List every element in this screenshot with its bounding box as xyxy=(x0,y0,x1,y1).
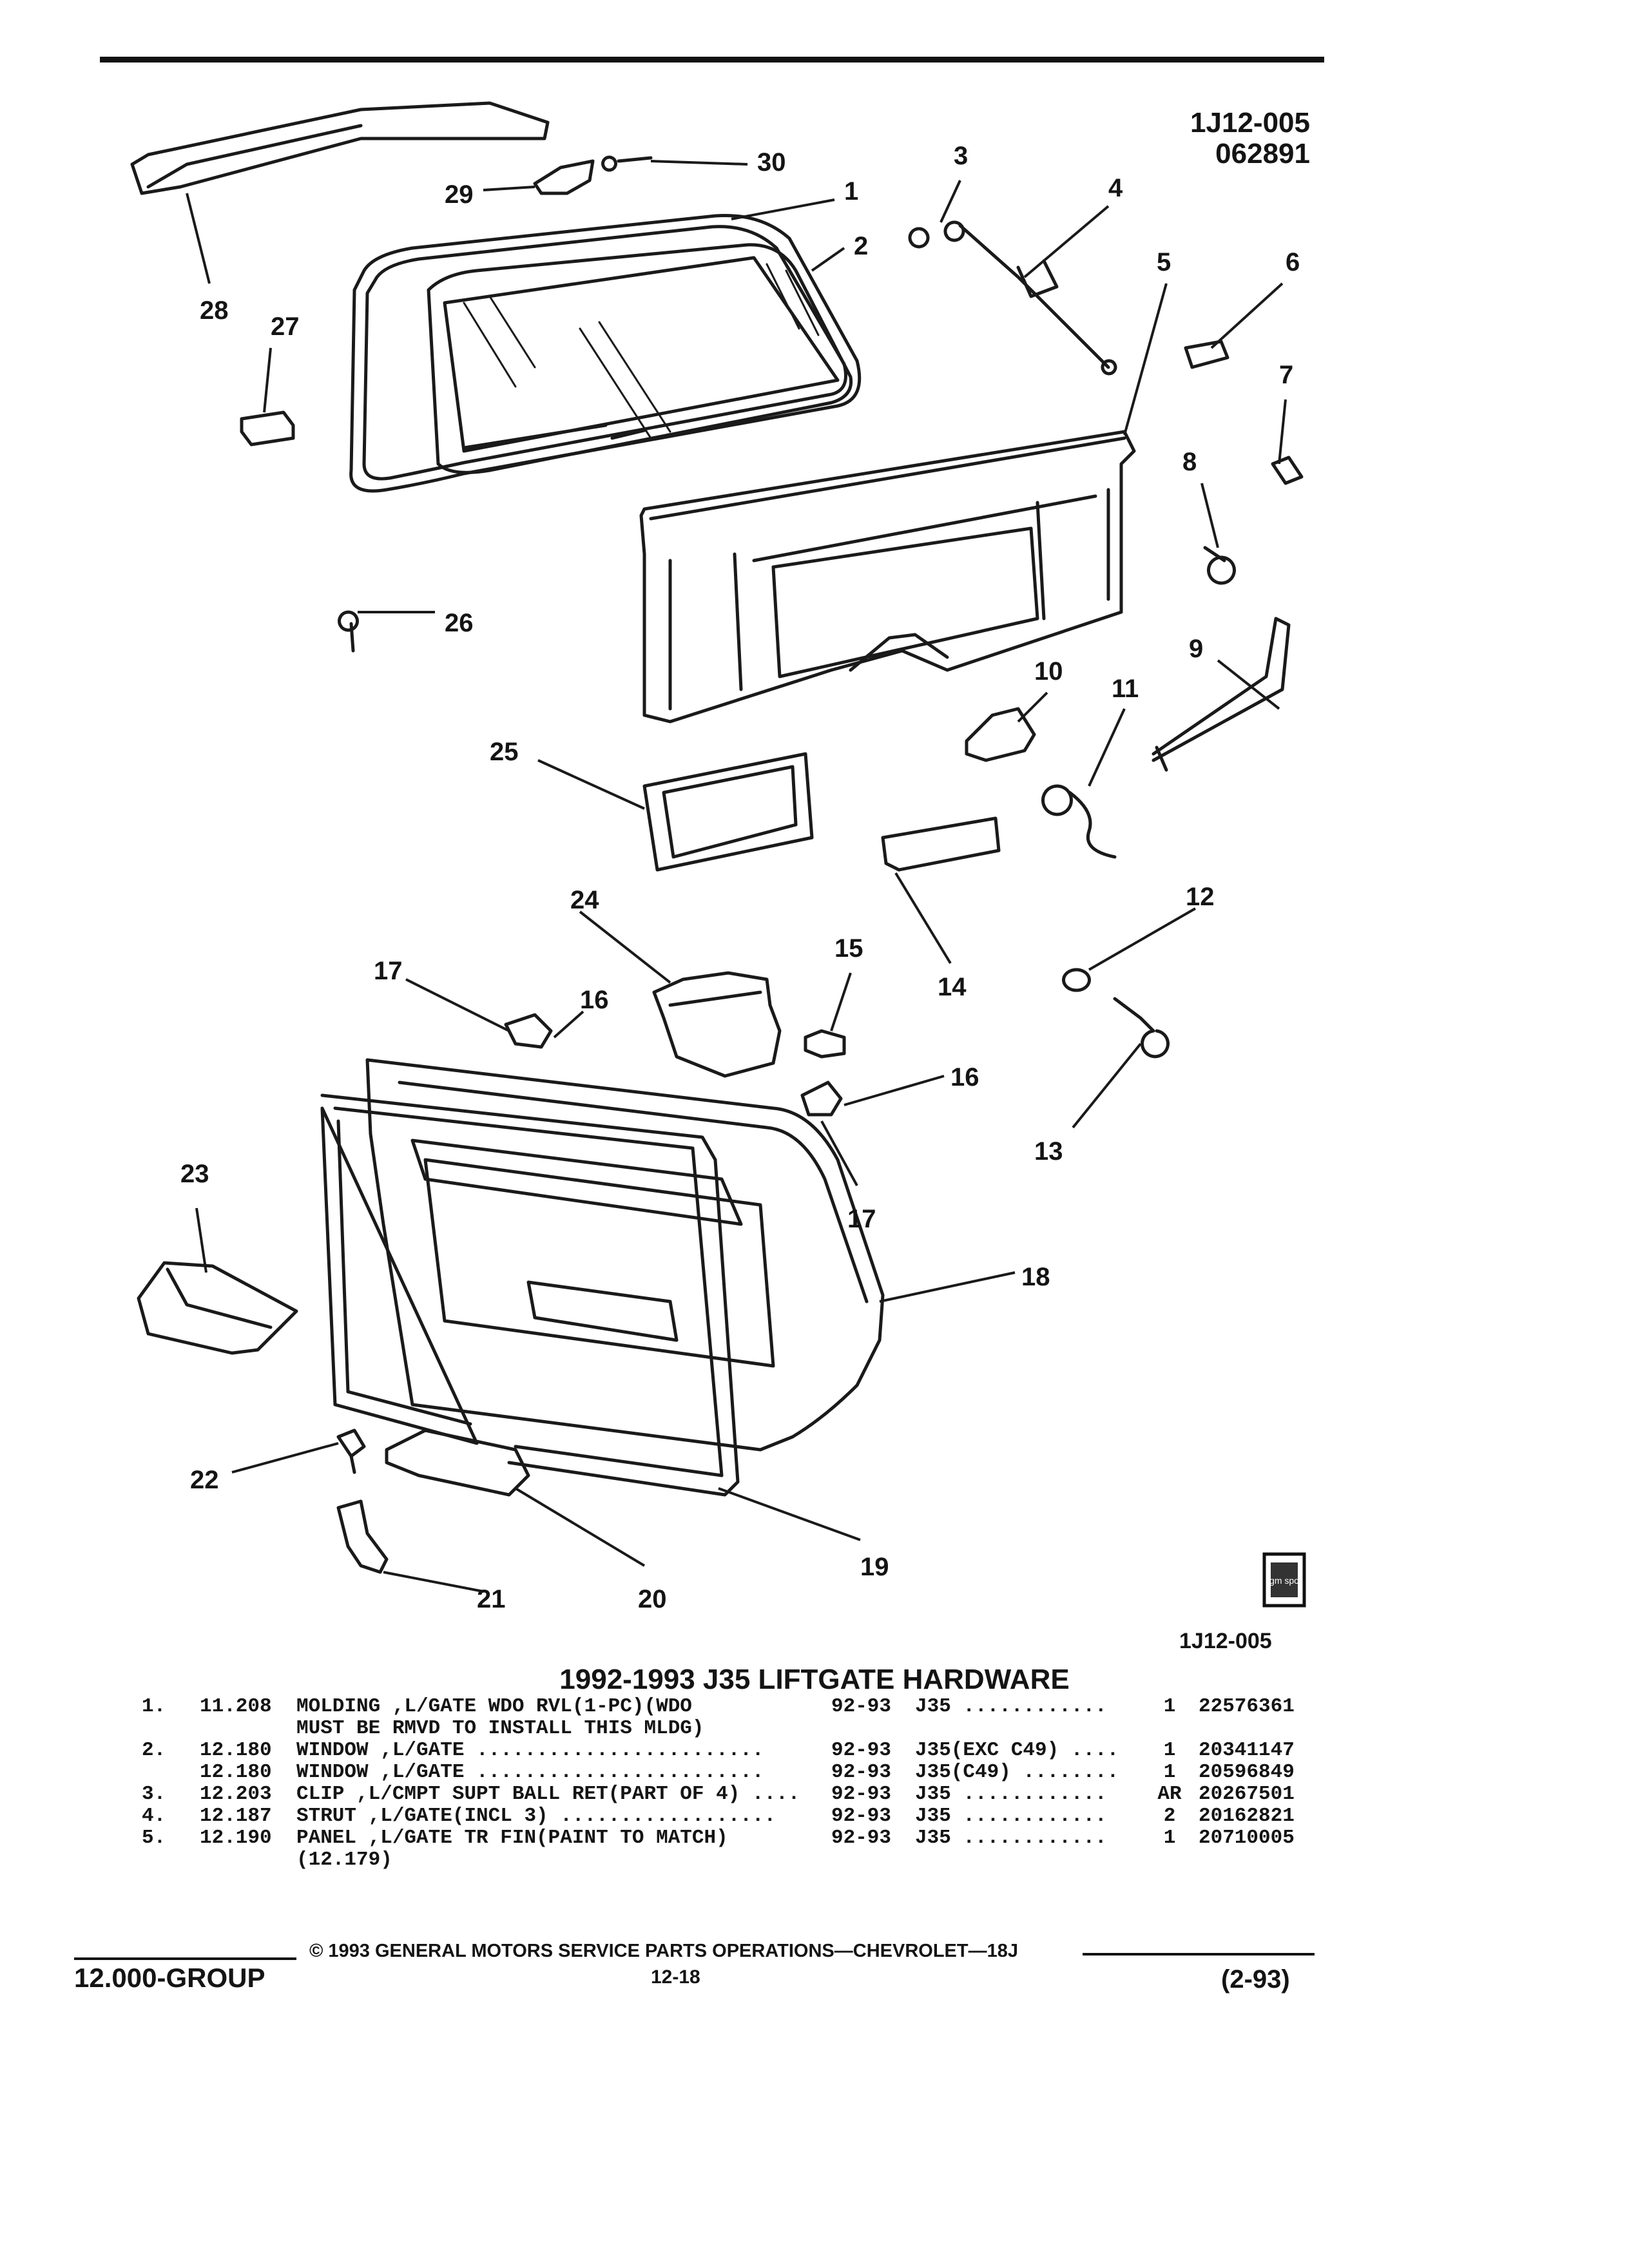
part-15-bulb xyxy=(804,1029,846,1059)
callout-2: 2 xyxy=(854,232,868,260)
callout-9: 9 xyxy=(1189,635,1203,663)
callout-25: 25 xyxy=(490,738,519,766)
part-16-bumper-right xyxy=(800,1081,843,1117)
callout-23: 23 xyxy=(180,1160,209,1188)
parts-row: MUST BE RMVD TO INSTALL THIS MLDG) xyxy=(296,1717,704,1740)
part-7-clip xyxy=(1271,456,1304,485)
part-22-bolt xyxy=(336,1428,366,1474)
revision-date: (2-93) xyxy=(1221,1965,1290,1994)
part-10-latch xyxy=(965,707,1036,762)
part-26-screw xyxy=(338,610,359,653)
callout-8: 8 xyxy=(1182,448,1197,476)
callout-17a: 17 xyxy=(374,957,403,985)
part-30-screw xyxy=(601,155,653,172)
part-19-weatherstrip xyxy=(320,1093,740,1497)
callout-15: 15 xyxy=(834,934,863,963)
part-18-liftgate xyxy=(365,1058,885,1452)
callout-19: 19 xyxy=(860,1553,889,1581)
footer-rule-right xyxy=(1083,1953,1315,1956)
footer-rule-left xyxy=(74,1957,296,1960)
part-11-wire xyxy=(1041,784,1117,859)
part-16-bumper-left xyxy=(504,1013,553,1049)
callout-20: 20 xyxy=(638,1585,667,1613)
part-20-striker xyxy=(385,1428,530,1497)
callout-30: 30 xyxy=(757,148,786,177)
gm-spo-logo: gm spo xyxy=(1262,1552,1306,1608)
callout-4: 4 xyxy=(1108,174,1123,202)
part-2-window xyxy=(427,243,853,474)
figure-code: 1J12-005 xyxy=(1179,1629,1272,1653)
part-1-molding xyxy=(349,213,862,493)
callout-17b: 17 xyxy=(847,1205,876,1233)
date-code: 062891 xyxy=(1215,138,1310,169)
copyright-notice: © 1993 GENERAL MOTORS SERVICE PARTS OPER… xyxy=(309,1941,1018,1961)
exploded-parts-diagram: 1 2 3 4 5 6 7 8 9 10 11 12 13 14 15 16 1… xyxy=(130,101,1306,1613)
top-rule xyxy=(100,57,1324,62)
callout-11: 11 xyxy=(1112,675,1139,703)
illustration-code: 1J12-005 xyxy=(1190,107,1310,139)
callout-14: 14 xyxy=(938,973,967,1001)
callout-24: 24 xyxy=(570,886,599,914)
callout-18: 18 xyxy=(1021,1263,1050,1291)
callout-16b: 16 xyxy=(950,1063,979,1091)
logo-text: gm spo xyxy=(1269,1575,1299,1586)
part-28-spoiler xyxy=(130,101,550,195)
page-number: 12-18 xyxy=(651,1966,700,1988)
part-4-strut xyxy=(958,224,1110,369)
callout-5: 5 xyxy=(1157,248,1171,276)
group-label: 12.000-GROUP xyxy=(74,1963,265,1993)
part-23-bracket xyxy=(137,1261,298,1355)
part-6-block xyxy=(1184,340,1229,369)
part-13-lock xyxy=(1113,997,1170,1059)
part-12-grommet xyxy=(1062,968,1091,992)
callout-16a: 16 xyxy=(580,986,609,1014)
part-24-handle xyxy=(652,971,782,1078)
callout-22: 22 xyxy=(190,1466,219,1494)
callout-13: 13 xyxy=(1034,1137,1063,1166)
callout-29: 29 xyxy=(445,180,474,209)
part-29-bracket xyxy=(533,159,595,195)
callout-1: 1 xyxy=(844,177,858,206)
part-25-bezel xyxy=(642,752,814,872)
page-title: 1992-1993 J35 LIFTGATE HARDWARE xyxy=(559,1664,1070,1695)
part-14-actuator xyxy=(881,816,1001,872)
callout-27: 27 xyxy=(271,312,300,341)
part-27-bumper xyxy=(240,410,295,447)
callout-7: 7 xyxy=(1279,361,1293,389)
callout-6: 6 xyxy=(1286,248,1300,276)
callout-26: 26 xyxy=(445,609,474,637)
callout-28: 28 xyxy=(200,296,229,325)
callout-10: 10 xyxy=(1034,657,1063,686)
part-3-clip xyxy=(908,220,965,249)
parts-row: (12.179) xyxy=(296,1849,392,1871)
callout-3: 3 xyxy=(954,142,968,170)
part-9-rod xyxy=(1152,617,1291,772)
callout-12: 12 xyxy=(1186,883,1215,911)
part-8-pin xyxy=(1203,546,1236,585)
part-21-hinge xyxy=(336,1499,389,1574)
callout-21: 21 xyxy=(477,1585,506,1613)
